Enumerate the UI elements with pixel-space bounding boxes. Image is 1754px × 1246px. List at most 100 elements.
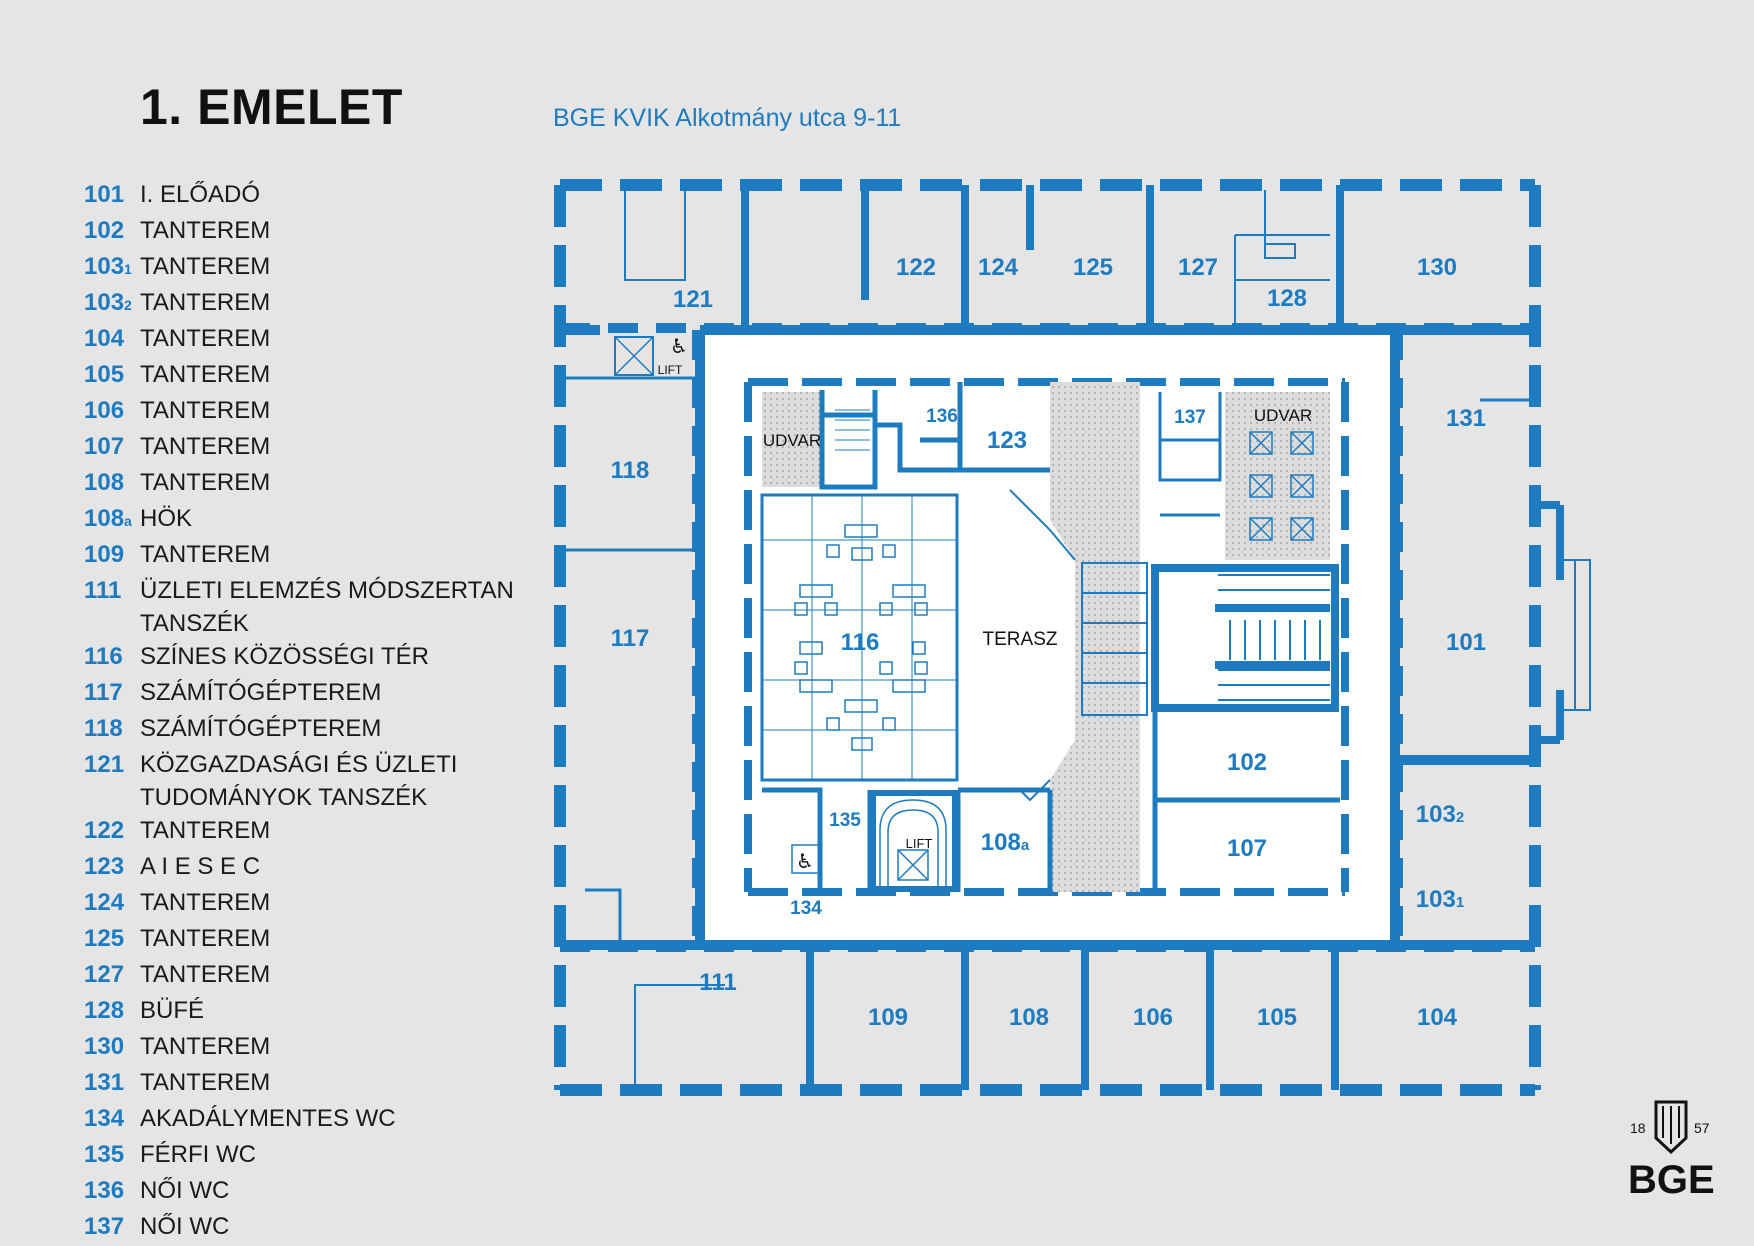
legend-row: 128 BÜFÉ	[84, 994, 524, 1030]
legend-room-label: NŐI WC	[140, 1177, 230, 1204]
legend-row: 106 TANTEREM	[84, 394, 524, 430]
room-label-137: 137	[1174, 407, 1206, 428]
bge-logo-text: BGE	[1628, 1158, 1715, 1202]
room-label-125: 125	[1073, 254, 1113, 281]
legend-room-number: 128	[84, 997, 125, 1024]
legend-room-label: A I E S E C	[140, 853, 261, 880]
wheelchair-icon: ♿	[670, 334, 688, 358]
legend-room-number: 121	[84, 751, 125, 778]
legend-room-label: TANTEREM	[140, 325, 271, 352]
room-label-116: 116	[841, 629, 880, 656]
room-label-101: 101	[1446, 629, 1486, 656]
legend-room-number: 124	[84, 889, 125, 916]
legend-row: 135 FÉRFI WC	[84, 1138, 524, 1174]
legend-room-label: TANTEREM	[140, 469, 271, 496]
legend-room-number: 1032	[84, 289, 132, 316]
legend-room-number: 125	[84, 925, 125, 952]
inner-wall-ticks	[560, 323, 1535, 952]
legend-room-number: 117	[84, 679, 123, 706]
legend-room-label: TANTEREM	[140, 961, 271, 988]
legend-row: 127 TANTEREM	[84, 958, 524, 994]
logo-year-right: 57	[1694, 1120, 1710, 1136]
legend-room-number: 123	[84, 853, 125, 880]
room-label-122: 122	[896, 254, 936, 281]
legend-room-number: 136	[84, 1177, 125, 1204]
legend-room-label: FÉRFI WC	[140, 1141, 256, 1168]
outer-walls	[554, 179, 1541, 1096]
legend-room-label: TANTEREM	[140, 397, 271, 424]
legend-row: 117 SZÁMÍTÓGÉPTEREM	[84, 676, 524, 712]
legend-room-number: 105	[84, 361, 125, 388]
legend-room-number: 127	[84, 961, 125, 988]
legend-room-number: 107	[84, 433, 125, 460]
courtyard-1	[762, 392, 822, 487]
legend-room-number: 108	[84, 469, 125, 496]
legend-row: 108 TANTEREM	[84, 466, 524, 502]
legend-room-label: TANTEREM	[140, 817, 271, 844]
page-title: 1. EMELET	[140, 79, 403, 135]
legend-room-label: TANTEREM	[140, 217, 271, 244]
legend-row: 1032 TANTEREM	[84, 286, 524, 322]
legend-room-label: AKADÁLYMENTES WC	[140, 1105, 396, 1132]
room-label-130: 130	[1417, 254, 1457, 281]
lift-label-1: LIFT	[658, 363, 683, 377]
room-label-136: 136	[926, 406, 958, 427]
room-label-117: 117	[611, 625, 650, 652]
courtyard-label-1: UDVAR	[763, 431, 821, 450]
legend-room-label: SZÁMÍTÓGÉPTEREM	[140, 679, 382, 706]
room-label-107: 107	[1227, 835, 1267, 862]
wheelchair-icon-2: ♿	[796, 849, 814, 873]
bge-logo-mark	[1654, 1100, 1688, 1155]
legend-row: 122 TANTEREM	[84, 814, 524, 850]
legend-room-label: TANTEREM	[140, 289, 271, 316]
legend-row: 136 NŐI WC	[84, 1174, 524, 1210]
legend-room-label: TANTEREM	[140, 541, 271, 568]
room-label-103-1: 1031	[1416, 886, 1464, 913]
building-address: BGE KVIK Alkotmány utca 9-11	[553, 104, 902, 132]
legend-room-label: TANTEREM	[140, 361, 271, 388]
room-label-135: 135	[829, 810, 861, 831]
legend-room-number: 135	[84, 1141, 125, 1168]
legend-room-number: 111	[84, 577, 122, 604]
legend-room-label: KÖZGAZDASÁGI ÉS ÜZLETI TUDOMÁNYOK TANSZÉ…	[140, 751, 458, 811]
legend-row: 134 AKADÁLYMENTES WC	[84, 1102, 524, 1138]
legend-room-number: 134	[84, 1105, 125, 1132]
legend-room-label: SZÍNES KÖZÖSSÉGI TÉR	[140, 643, 429, 670]
legend-row: 123 A I E S E C	[84, 850, 524, 886]
room-label-118: 118	[611, 457, 650, 484]
terrace-hatch	[1050, 382, 1140, 892]
legend-room-number: 1031	[84, 253, 132, 280]
room-label-127: 127	[1178, 254, 1218, 281]
lift-box-1	[614, 336, 654, 376]
legend-room-number: 106	[84, 397, 125, 424]
legend-room-label: BÜFÉ	[140, 997, 205, 1024]
legend-room-label: TANTEREM	[140, 889, 271, 916]
room-label-108: 108	[1009, 1004, 1049, 1031]
room-label-104: 104	[1417, 1004, 1458, 1031]
legend-room-number: 116	[84, 643, 123, 670]
lift-label-2: LIFT	[906, 836, 933, 851]
legend-room-label: TANTEREM	[140, 1069, 271, 1096]
courtyard-label-2: UDVAR	[1254, 406, 1312, 425]
room-label-134: 134	[790, 898, 822, 919]
legend-room-number: 102	[84, 217, 125, 244]
legend-row: 124 TANTEREM	[84, 886, 524, 922]
legend-room-label: ÜZLETI ELEMZÉS MÓDSZERTAN TANSZÉK	[140, 577, 514, 637]
room-label-128: 128	[1267, 285, 1307, 312]
room-116-area	[760, 493, 959, 782]
room-label-111: 111	[699, 969, 736, 996]
legend-room-number: 122	[84, 817, 125, 844]
legend-room-number: 101	[84, 181, 125, 208]
legend-room-label: TANTEREM	[140, 1033, 271, 1060]
legend-row: 116 SZÍNES KÖZÖSSÉGI TÉR	[84, 640, 524, 676]
